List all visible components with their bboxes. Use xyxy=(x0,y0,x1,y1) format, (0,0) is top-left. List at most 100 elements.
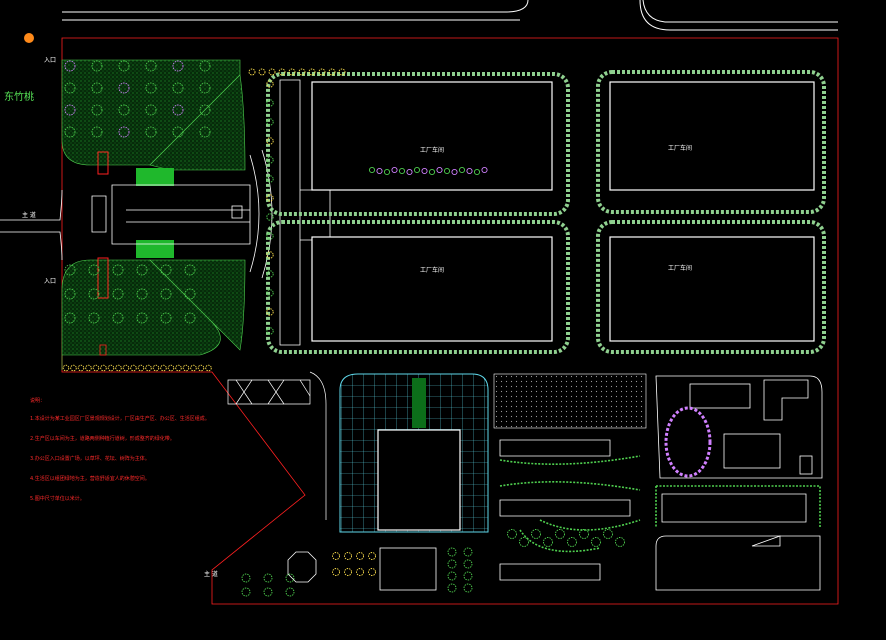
tree-icon xyxy=(62,364,70,372)
tree-icon xyxy=(160,312,172,324)
tree-icon xyxy=(447,559,457,569)
flower-icon xyxy=(376,167,383,175)
flower-icon xyxy=(383,168,391,176)
tree-icon xyxy=(447,583,457,593)
tree-icon xyxy=(190,364,197,372)
tree-icon xyxy=(199,126,211,138)
tree-icon xyxy=(266,156,274,164)
tree-icon xyxy=(107,364,115,372)
tree-icon xyxy=(184,312,196,324)
tree-rows xyxy=(62,60,625,597)
flower-icon xyxy=(428,168,436,176)
tree-icon xyxy=(160,264,172,276)
flower-strip xyxy=(368,166,488,176)
tree-icon xyxy=(241,587,251,597)
tree-icon xyxy=(160,288,172,300)
tree-icon xyxy=(145,364,152,372)
tree-icon xyxy=(266,80,274,88)
tree-icon xyxy=(463,547,473,557)
rosette-bed xyxy=(664,406,712,478)
tree-icon xyxy=(266,270,274,278)
tree-icon xyxy=(507,529,517,539)
tree-icon xyxy=(447,571,457,581)
tree-icon xyxy=(172,104,184,116)
tree-icon xyxy=(567,537,577,547)
flower-icon xyxy=(413,166,421,174)
workshop-1 xyxy=(311,81,553,191)
tree-icon xyxy=(603,529,613,539)
svg-text:3.办公区入口设置广场，以草坪、花坛、树阵为主体。: 3.办公区入口设置广场，以草坪、花坛、树阵为主体。 xyxy=(30,455,150,462)
tree-icon xyxy=(285,587,295,597)
tree-icon xyxy=(64,126,76,138)
tree-icon xyxy=(266,213,274,221)
workshop-1-label: 工厂车间 xyxy=(420,146,444,154)
tree-icon xyxy=(268,68,276,76)
tree-icon xyxy=(112,264,124,276)
tree-icon xyxy=(266,175,274,183)
tree-icon xyxy=(248,68,256,76)
tree-icon xyxy=(137,364,145,372)
tree-icon xyxy=(152,364,160,372)
tree-icon xyxy=(167,364,175,372)
svg-text:说明：: 说明： xyxy=(30,397,45,404)
tree-icon xyxy=(175,364,182,372)
tree-icon xyxy=(356,568,364,576)
tree-icon xyxy=(115,364,122,372)
road-west-label: 主 道 xyxy=(22,211,36,219)
tree-icon xyxy=(241,573,251,583)
tree-icon xyxy=(145,126,157,138)
road-south-label: 主 道 xyxy=(204,570,218,578)
tree-icon xyxy=(136,264,148,276)
tree-icon xyxy=(91,82,103,94)
tree-icon xyxy=(298,68,306,76)
pavilion xyxy=(287,551,317,583)
tree-icon xyxy=(91,60,103,72)
tree-icon xyxy=(92,364,100,372)
tree-icon xyxy=(182,364,190,372)
workshop-3-label: 工厂车间 xyxy=(668,144,692,152)
corner-label: 东竹桃 xyxy=(4,90,34,103)
gate-top-label: 入口 xyxy=(44,57,56,64)
tree-icon xyxy=(199,104,211,116)
tree-icon xyxy=(184,264,196,276)
tree-icon xyxy=(463,559,473,569)
flower-icon xyxy=(368,166,376,174)
tree-icon xyxy=(172,82,184,94)
tree-icon xyxy=(266,308,274,316)
tree-icon xyxy=(112,288,124,300)
tree-icon xyxy=(64,104,76,116)
residential-garden xyxy=(499,455,821,553)
workshop-2-label: 工厂车间 xyxy=(420,266,444,274)
tree-icon xyxy=(199,82,211,94)
tree-icon xyxy=(266,232,274,240)
tree-icon xyxy=(172,126,184,138)
tree-icon xyxy=(328,68,336,76)
tree-icon xyxy=(519,537,529,547)
tree-icon xyxy=(118,104,130,116)
flower-icon xyxy=(473,168,481,176)
tree-icon xyxy=(463,583,473,593)
workshop-blocks: 工厂车间 工厂车间 工厂车间 工厂车间 xyxy=(266,70,826,354)
top-roads xyxy=(62,0,838,31)
tree-icon xyxy=(308,68,316,76)
tree-icon xyxy=(197,364,205,372)
flower-icon xyxy=(421,167,428,175)
tree-icon xyxy=(332,552,340,560)
tree-icon xyxy=(122,364,130,372)
tree-icon xyxy=(184,288,196,300)
tree-icon xyxy=(91,104,103,116)
tree-icon xyxy=(368,568,376,576)
svg-text:2.生产区以车间为主，道路两侧种植行道树，形成整齐的绿化带。: 2.生产区以车间为主，道路两侧种植行道树，形成整齐的绿化带。 xyxy=(30,435,175,442)
tree-icon xyxy=(591,537,601,547)
west-entrance-garden xyxy=(61,59,246,370)
tree-icon xyxy=(344,552,352,560)
tree-icon xyxy=(205,364,212,372)
flower-icon xyxy=(481,166,488,174)
tree-icon xyxy=(266,137,274,145)
svg-text:1.本设计为某工业园区厂区景观规划设计，厂区由生产区、办公区: 1.本设计为某工业园区厂区景观规划设计，厂区由生产区、办公区、生活区组成。 xyxy=(30,415,210,422)
tree-icon xyxy=(118,126,130,138)
tree-icon xyxy=(112,312,124,324)
workshop-3 xyxy=(609,81,815,191)
tree-icon xyxy=(100,364,107,372)
